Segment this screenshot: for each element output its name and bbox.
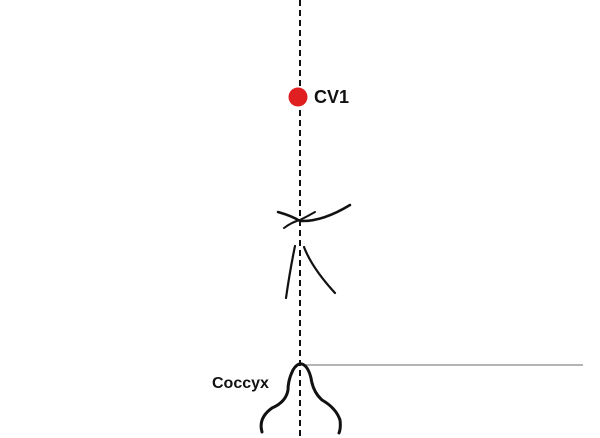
cv1-label: CV1 [314,87,350,107]
coccyx-label: Coccyx [212,375,269,392]
coccyx-outline [259,362,342,435]
scapula-curve-short [283,211,316,229]
left-rib-curve [284,244,297,300]
right-rib-curve [302,245,337,295]
cv1-marker [288,87,308,107]
